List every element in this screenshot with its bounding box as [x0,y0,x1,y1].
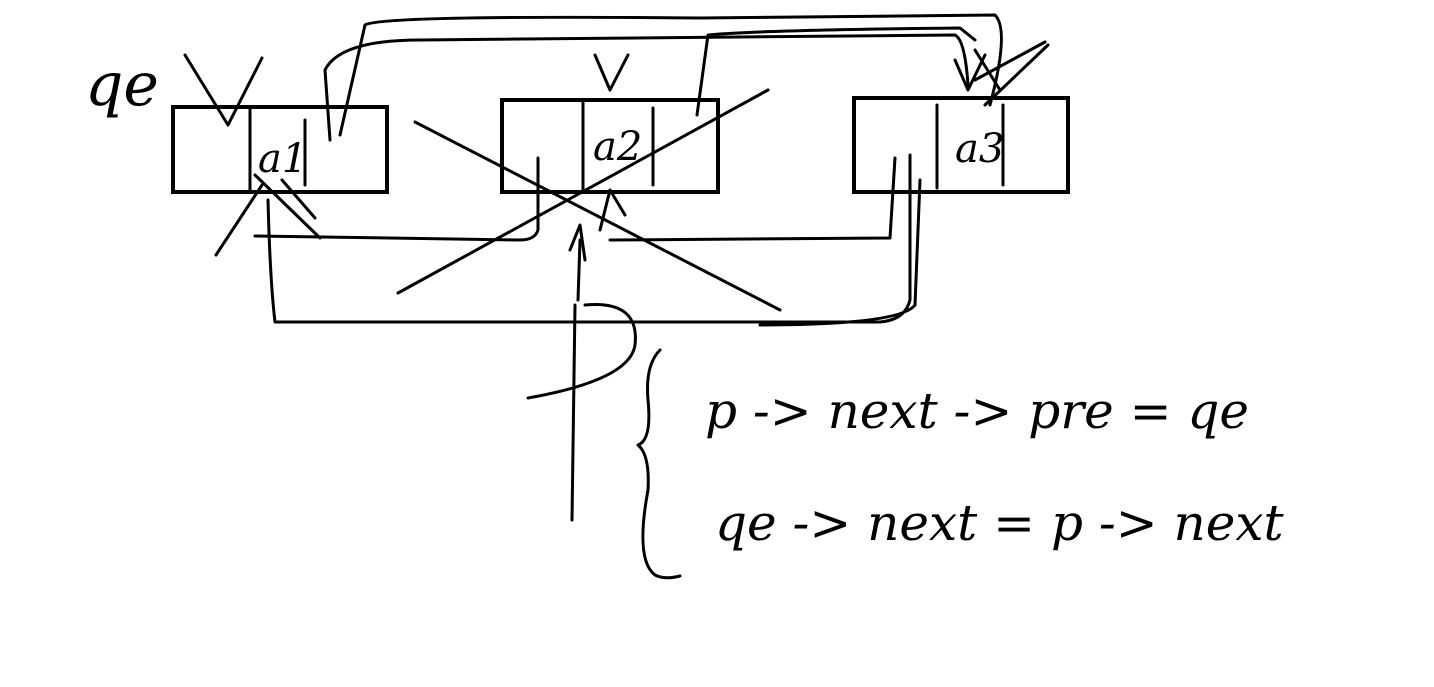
node-a3-label: a3 [955,126,1004,172]
pointer-p-bowl [526,303,637,400]
code-line-1: p -> next -> pre = qe [705,382,1249,440]
pointer-p-to-a2 [576,238,582,302]
code-brace [636,348,682,580]
arrow-into-a3-scribble [973,40,1050,107]
link-a2-prev-to-a1 [253,156,540,242]
link-a3-prev-to-a1-redraw [758,178,922,327]
link-a1-next-to-a3-redraw [338,13,1003,137]
node-a1: a1 [171,105,389,194]
link-a1-next-to-a3 [323,33,970,142]
node-a1-label: a1 [258,136,307,182]
arrow-into-a1-bottom [214,173,322,257]
code-line-2: qe -> next = p -> next [715,494,1285,552]
node-a3-box [852,96,1070,194]
link-a2-next-to-a3 [695,26,977,117]
arrow-into-a2 [593,53,630,92]
link-a3-prev-to-a2 [608,156,897,242]
pointer-qe-label: qe [85,50,159,120]
pointer-p-stem [570,303,577,522]
cross-out-a2-line1 [413,120,782,312]
node-a1-box [171,105,389,194]
pointer-qe-arrow [183,53,264,127]
link-a3-prev-to-a1 [266,153,912,324]
arrow-into-a2-bottom [568,188,627,262]
node-a3: a3 [852,96,1070,194]
cross-out-a2-line2 [396,88,770,295]
arrow-into-a3 [953,53,987,92]
